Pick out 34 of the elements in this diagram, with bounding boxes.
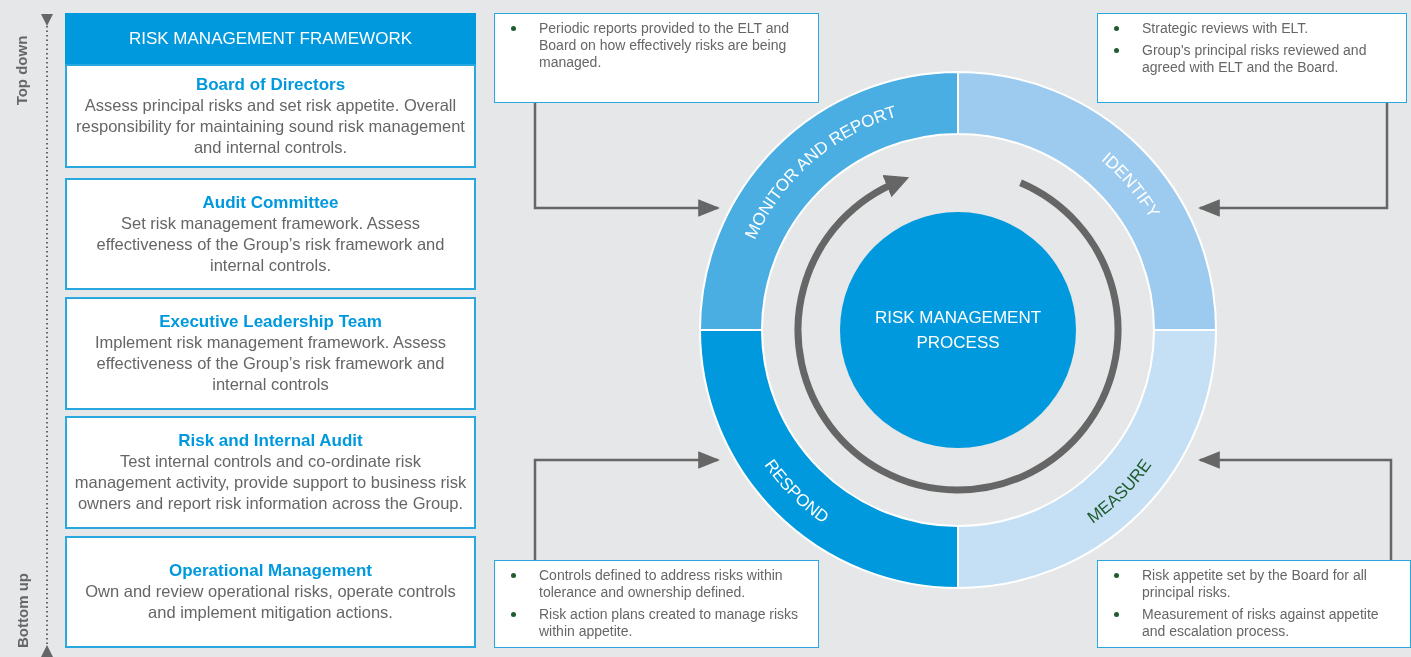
role-heading: Executive Leadership Team [159, 312, 382, 332]
role-description: Implement risk management framework. Assess effectiveness of the Group’s risk framework and internal controls [93, 332, 448, 395]
arrow [533, 451, 721, 560]
bullet-text: Controls defined to address risks within tolerance and ownership defined. [539, 567, 784, 601]
direction-label: Bottom up [13, 572, 31, 648]
role-description: Test internal controls and co-ordinate risk management activity, provide support to business risk owners and report risk information across the Group. [73, 451, 468, 514]
bullet-text: Group's principal risks reviewed and agreed with ELT and the Board. [1142, 42, 1368, 76]
role-box [65, 416, 476, 529]
role-box [65, 536, 476, 648]
role-description: Set risk management framework. Assess effectiveness of the Group’s risk framework and internal controls. [95, 212, 446, 276]
bullet-text: Periodic reports provided to the ELT and Board on how effectively risks are being managed. [539, 20, 791, 71]
role-description: Assess principal risks and set risk appetite. Overall responsibility for maintaining sound risk management and internal controls. [75, 94, 466, 158]
role-description: Own and review operational risks, operate controls and implement mitigation actions. [84, 581, 457, 623]
arrow [1197, 451, 1393, 560]
bullet-text: Risk appetite set by the Board for all principal risks. [1142, 567, 1368, 601]
role-box [65, 297, 476, 410]
callout-box [1097, 560, 1411, 648]
callout-box [1097, 13, 1407, 103]
header-band: RISK MANAGEMENT FRAMEWORK [65, 13, 476, 65]
direction-label: Top down [13, 35, 31, 105]
role-box [65, 178, 476, 290]
bullet-text: Measurement of risks against appetite and escalation process. [1142, 606, 1380, 640]
arrow [1197, 103, 1389, 217]
callout-box [494, 560, 819, 648]
role-heading: Board of Directors [195, 74, 346, 95]
role-heading: Audit Committee [202, 192, 339, 213]
center-label: RISK MANAGEMENT PROCESS [873, 307, 1043, 354]
bullet-text: Strategic reviews with ELT. [1142, 20, 1310, 37]
role-heading: Operational Management [168, 561, 373, 581]
arrow [533, 103, 721, 217]
role-heading: Risk and Internal Audit [178, 431, 363, 451]
callout-box [494, 13, 819, 103]
role-box [65, 64, 476, 168]
bullet-text: Risk action plans created to manage risks within appetite. [539, 606, 800, 640]
